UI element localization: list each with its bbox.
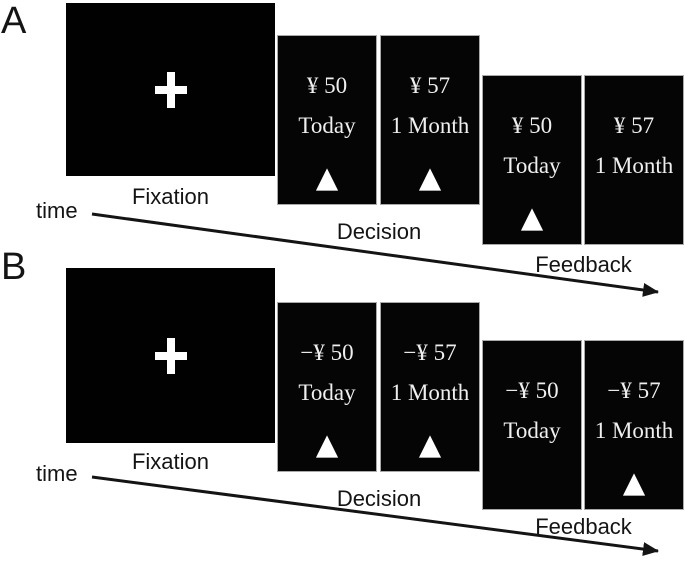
feedback-option-sooner-a: ¥ 50 Today ▲	[482, 75, 582, 245]
fixation-caption-a: Fixation	[131, 184, 210, 209]
choice-marker-icon: ▲	[520, 200, 544, 234]
fixation-cross-icon	[154, 71, 187, 108]
option-delay: 1 Month	[390, 113, 470, 138]
fixation-caption-b: Fixation	[131, 449, 210, 474]
option-delay: Today	[503, 418, 561, 443]
feedback-option-later-a: ¥ 57 1 Month	[584, 75, 684, 245]
option-amount: −¥ 50	[505, 378, 559, 403]
option-amount: ¥ 57	[409, 73, 451, 98]
time-label-b: time	[36, 461, 78, 486]
option-amount: −¥ 50	[300, 340, 354, 365]
option-delay: 1 Month	[594, 153, 674, 178]
decision-caption-a: Decision	[336, 219, 422, 244]
fixation-screen-b	[66, 268, 275, 443]
choice-marker-icon: ▲	[315, 160, 339, 194]
decision-option-later-a: ¥ 57 1 Month ▲	[380, 35, 480, 205]
option-delay: Today	[298, 113, 356, 138]
decision-caption-b: Decision	[336, 486, 422, 511]
choice-marker-icon: ▲	[418, 160, 442, 194]
decision-option-later-b: −¥ 57 1 Month ▲	[380, 302, 480, 472]
feedback-caption-b: Feedback	[535, 514, 632, 539]
choice-marker-icon: ▲	[622, 465, 646, 499]
panel-a-label: A	[1, 0, 27, 42]
decision-option-sooner-b: −¥ 50 Today ▲	[277, 302, 377, 472]
option-amount: −¥ 57	[607, 378, 661, 403]
choice-marker-icon: ▲	[315, 427, 339, 461]
option-delay: 1 Month	[594, 418, 674, 443]
option-amount: −¥ 57	[403, 340, 457, 365]
panel-b-label: B	[1, 246, 27, 288]
fixation-cross-icon	[154, 337, 187, 374]
feedback-option-sooner-b: −¥ 50 Today	[482, 340, 582, 510]
option-delay: Today	[503, 153, 561, 178]
option-amount: ¥ 57	[613, 113, 655, 138]
feedback-caption-a: Feedback	[535, 252, 632, 277]
option-amount: ¥ 50	[306, 73, 348, 98]
feedback-option-later-b: −¥ 57 1 Month ▲	[584, 340, 684, 510]
option-delay: Today	[298, 380, 356, 405]
choice-marker-icon: ▲	[418, 427, 442, 461]
option-amount: ¥ 50	[511, 113, 553, 138]
time-label-a: time	[36, 198, 78, 223]
decision-option-sooner-a: ¥ 50 Today ▲	[277, 35, 377, 205]
option-delay: 1 Month	[390, 380, 470, 405]
fixation-screen-a	[66, 3, 275, 176]
